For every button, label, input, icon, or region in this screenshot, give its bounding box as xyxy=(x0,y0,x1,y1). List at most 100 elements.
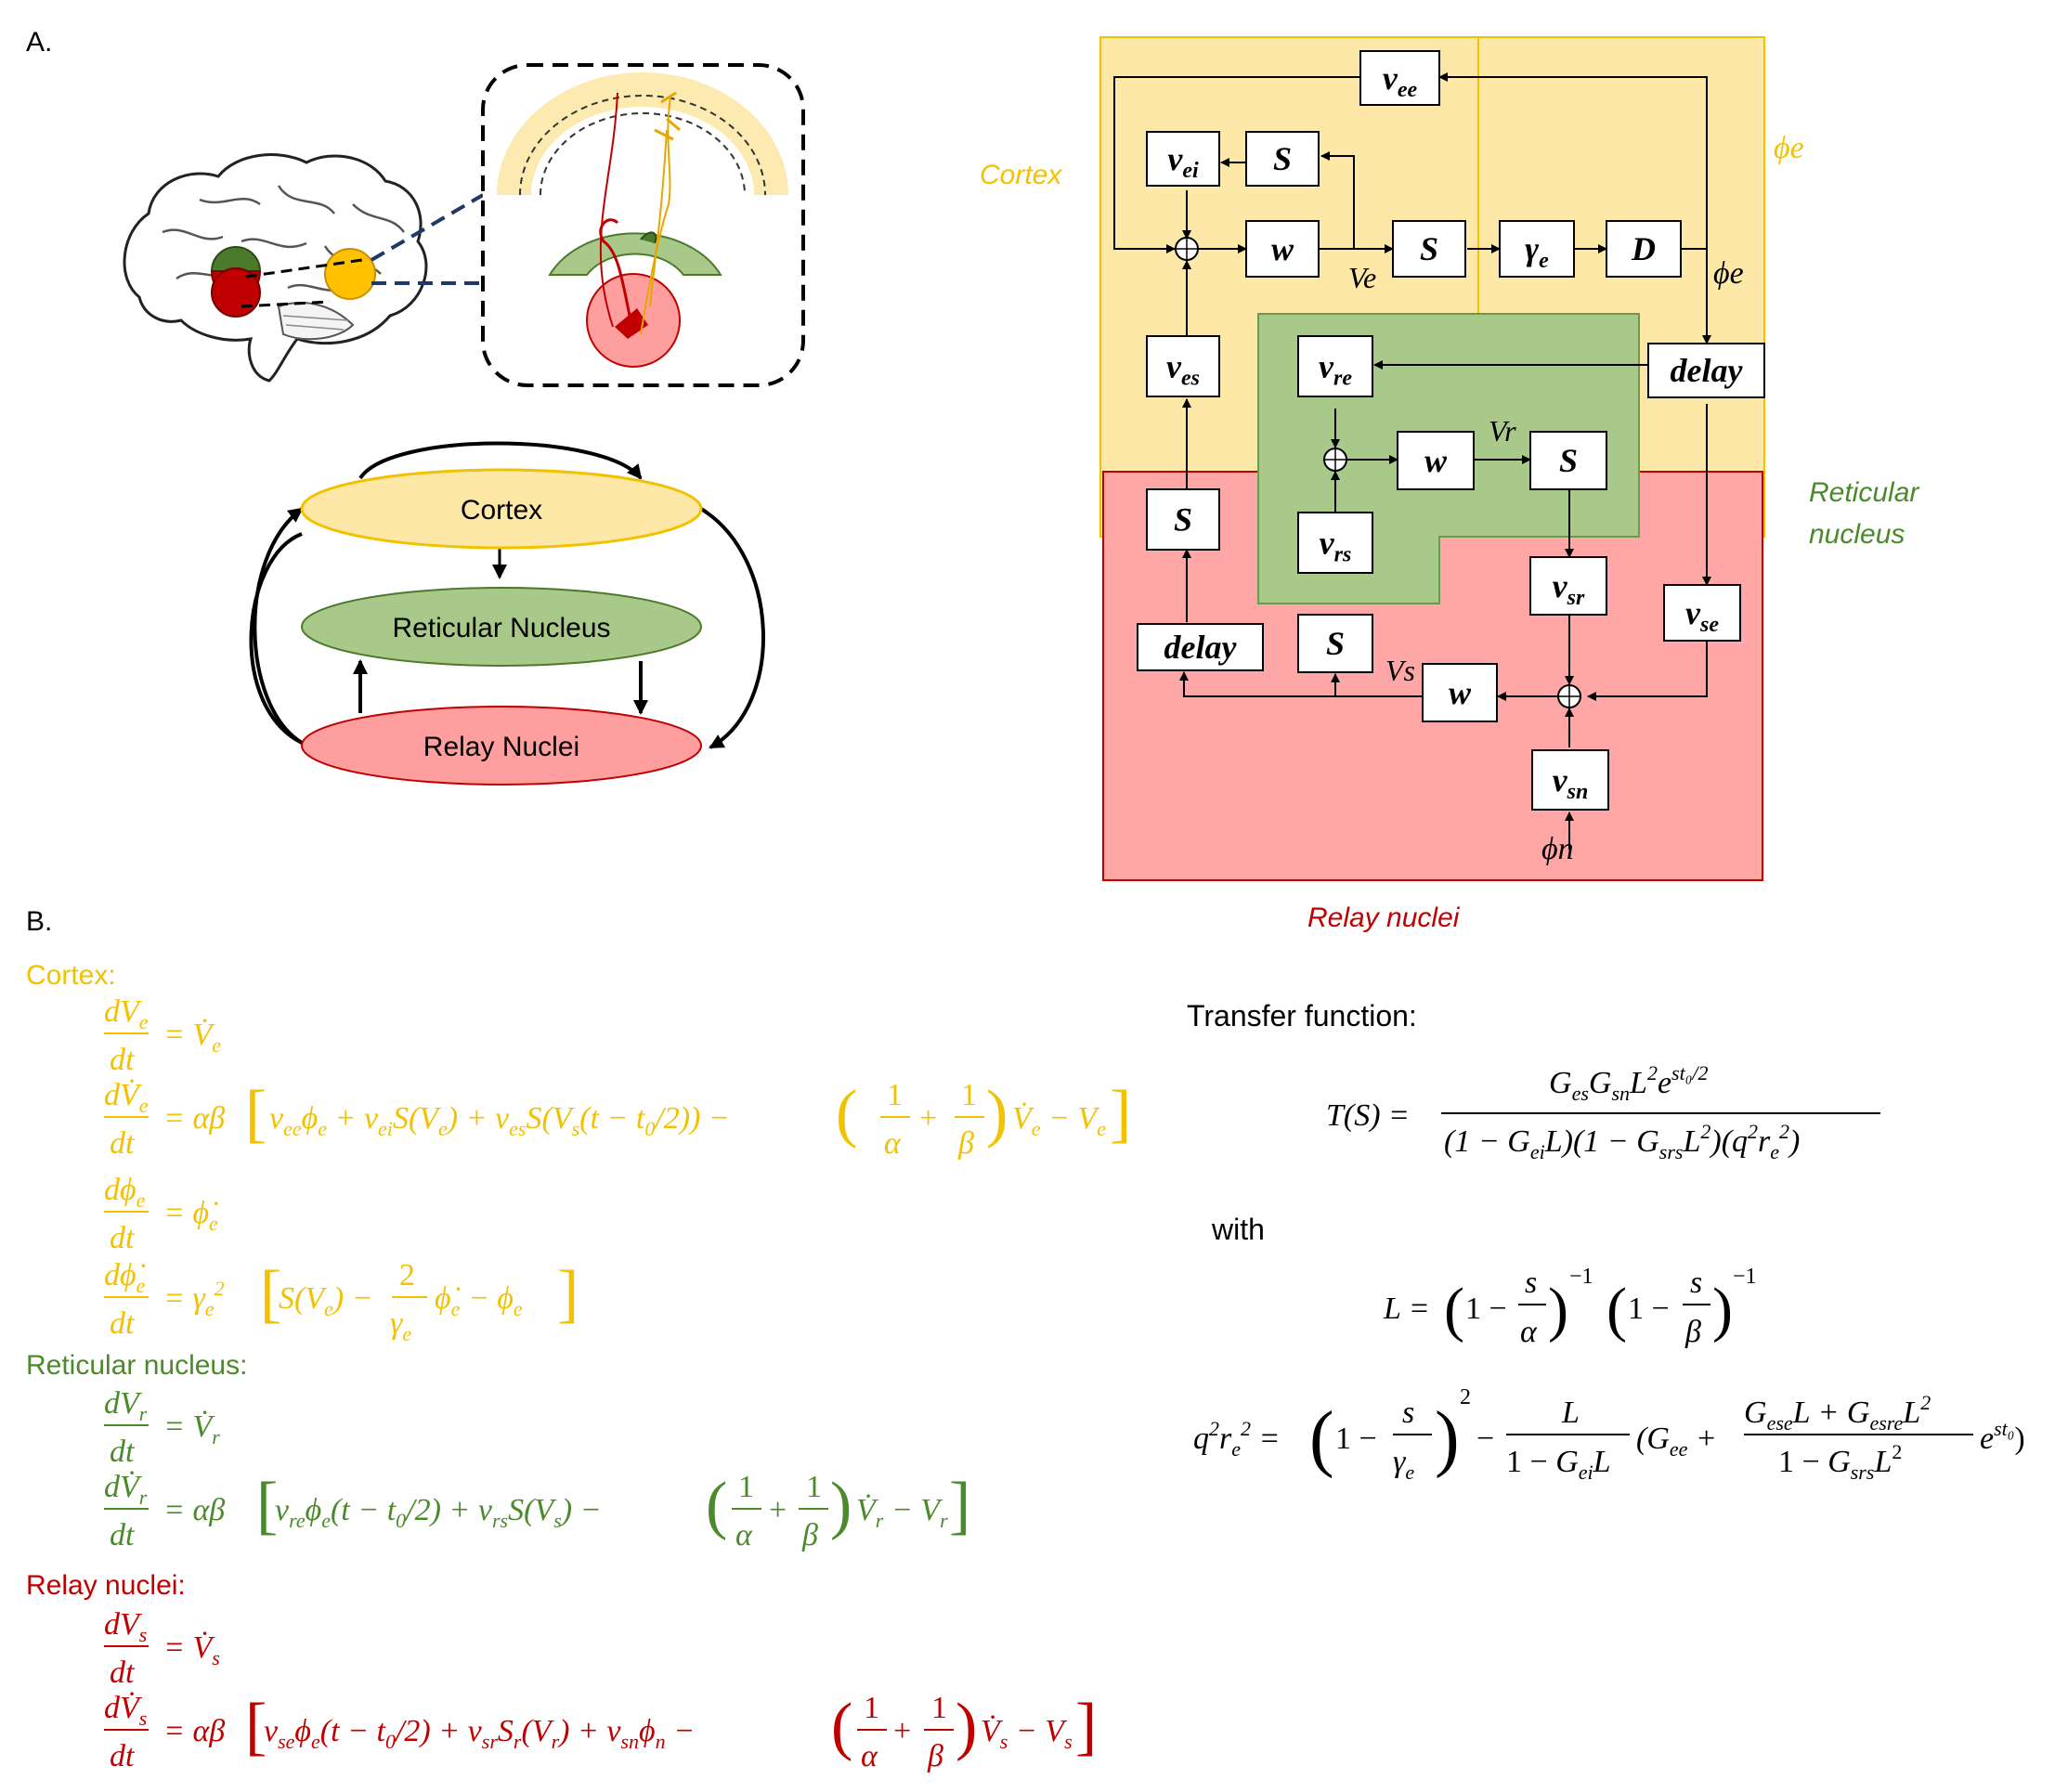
block-label-w2: w xyxy=(1424,442,1448,479)
svg-text:γe: γe xyxy=(390,1306,411,1345)
svg-text:): ) xyxy=(1712,1276,1733,1344)
svg-text:= ϕ̇e: = ϕ̇e xyxy=(163,1196,218,1235)
transfer-equation: T(S) = GesGsnL2est₀/2 (1 − GeiL)(1 − Gsr… xyxy=(1326,1061,1880,1163)
block-s5: S xyxy=(1297,614,1373,673)
svg-text:2: 2 xyxy=(399,1258,415,1292)
block-label-s5: S xyxy=(1326,625,1345,662)
block-label-s4: S xyxy=(1174,501,1192,539)
svg-text:dV̇r: dV̇r xyxy=(104,1470,148,1509)
svg-text:): ) xyxy=(1548,1276,1568,1344)
svg-text:(: ( xyxy=(1606,1276,1627,1344)
svg-text:dVe: dVe xyxy=(104,994,149,1033)
block-vrs: vrs xyxy=(1297,512,1373,574)
svg-text:(: ( xyxy=(831,1691,852,1762)
block-label-ves: ves xyxy=(1166,348,1200,391)
block-s2: S xyxy=(1392,220,1466,278)
relay-heading: Relay nuclei: xyxy=(26,1570,186,1601)
svg-text:1: 1 xyxy=(806,1470,822,1504)
svg-text:dt: dt xyxy=(110,1435,136,1469)
l-equation: L = ( 1 − s α ) −1 ( 1 − s β ) −1 xyxy=(1383,1265,1757,1349)
block-vsn: vsn xyxy=(1531,749,1609,811)
block-label-vee: vee xyxy=(1383,59,1418,102)
schematic: Cortex Reticular Nucleus Relay Nuclei xyxy=(249,441,765,786)
svg-text:T(S) =: T(S) = xyxy=(1326,1098,1410,1133)
cortex-equations: dVe dt = V̇e dV̇e dt = αβ [ veeϕe + veiS… xyxy=(104,994,1131,1345)
svg-text:[: [ xyxy=(245,1691,267,1762)
block-s1: S xyxy=(1245,131,1320,187)
signal-phi-n: ϕn xyxy=(1541,832,1574,866)
svg-text:V̇s − Vs: V̇s − Vs xyxy=(981,1714,1073,1753)
svg-text:[: [ xyxy=(245,1078,267,1149)
block-label-w3: w xyxy=(1449,674,1472,711)
svg-text:+: + xyxy=(893,1714,911,1748)
svg-text:+: + xyxy=(769,1493,787,1527)
block-w3: w xyxy=(1422,663,1498,722)
svg-text:): ) xyxy=(986,1078,1008,1149)
block-label-vei: vei xyxy=(1167,140,1199,183)
block-label-s2: S xyxy=(1420,230,1438,267)
signal-phi-e: ϕe xyxy=(1713,256,1744,291)
region-relay-label: Relay nuclei xyxy=(1307,902,1461,933)
schematic-cortex-label: Cortex xyxy=(461,495,542,526)
svg-text:−1: −1 xyxy=(1569,1265,1593,1289)
svg-text:2: 2 xyxy=(1460,1385,1471,1409)
svg-text:s: s xyxy=(1525,1266,1537,1300)
svg-text:α: α xyxy=(861,1739,878,1773)
svg-text:β: β xyxy=(957,1126,974,1161)
svg-text:= V̇e: = V̇e xyxy=(163,1018,221,1057)
svg-text:+: + xyxy=(919,1101,937,1136)
panel-label-a: A. xyxy=(26,27,52,58)
svg-text:1 −: 1 − xyxy=(1465,1292,1507,1326)
zoom-lines xyxy=(370,193,485,285)
svg-text:α: α xyxy=(735,1518,753,1552)
block-label-s1: S xyxy=(1273,140,1292,177)
block-vse: vse xyxy=(1663,584,1741,642)
q2re2-equation: q2re2 = ( 1 − s γe ) 2 − L 1 − GeiL (Gee… xyxy=(1193,1385,2025,1484)
svg-text:γe: γe xyxy=(1393,1445,1414,1484)
block-label-vse: vse xyxy=(1685,594,1719,637)
block-vee: vee xyxy=(1359,50,1440,106)
svg-text:dt: dt xyxy=(110,1656,136,1690)
svg-text:dt: dt xyxy=(110,1739,136,1773)
svg-text:1: 1 xyxy=(738,1470,754,1504)
signal-ve: Ve xyxy=(1348,261,1376,294)
panel-label-b: B. xyxy=(26,906,52,937)
svg-text:S(Ve) −: S(Ve) − xyxy=(279,1281,373,1320)
brain-illustration xyxy=(123,153,428,383)
phi-e-corner-label: ϕe xyxy=(1774,131,1804,165)
block-label-vsr: vsr xyxy=(1553,567,1585,610)
schematic-relay-label: Relay Nuclei xyxy=(423,732,579,762)
svg-text:−1: −1 xyxy=(1733,1265,1757,1289)
block-label-vsn: vsn xyxy=(1553,761,1589,804)
relay-ellipse xyxy=(301,706,702,786)
svg-text:q2re2 =: q2re2 = xyxy=(1193,1417,1280,1461)
block-d: D xyxy=(1606,220,1682,278)
block-label-s3: S xyxy=(1559,442,1578,479)
block-delay2: delay xyxy=(1137,623,1264,671)
svg-text:vreϕe(t − t0/2) + vrsS(Vs) −: vreϕe(t − t0/2) + vrsS(Vs) − xyxy=(275,1493,602,1532)
block-s3: S xyxy=(1529,431,1607,490)
block-delay1: delay xyxy=(1647,343,1765,398)
svg-text:): ) xyxy=(830,1470,852,1541)
block-w1: w xyxy=(1245,220,1320,278)
svg-text:(: ( xyxy=(1309,1397,1334,1479)
svg-text:= V̇r: = V̇r xyxy=(163,1409,220,1448)
svg-text:ϕ̇e − ϕe: ϕ̇e − ϕe xyxy=(435,1281,523,1320)
svg-text:]: ] xyxy=(1110,1078,1131,1149)
svg-text:GeseL + GesreL2: GeseL + GesreL2 xyxy=(1744,1391,1931,1435)
svg-text:dt: dt xyxy=(110,1043,136,1077)
block-label-vrs: vrs xyxy=(1320,525,1352,567)
svg-text:veeϕe + veiS(Ve) + vesS(Vs(t −: veeϕe + veiS(Ve) + vesS(Vs(t − t0/2)) − xyxy=(269,1101,730,1140)
block-label-d: D xyxy=(1631,230,1656,267)
cortex-ellipse xyxy=(300,468,703,550)
svg-text:1 −: 1 − xyxy=(1335,1422,1377,1456)
svg-text:dVr: dVr xyxy=(104,1386,148,1425)
svg-text:1: 1 xyxy=(887,1078,903,1112)
svg-text:[: [ xyxy=(256,1470,278,1541)
svg-text:= αβ: = αβ xyxy=(163,1493,225,1527)
svg-text:1 − GeiL: 1 − GeiL xyxy=(1506,1445,1611,1484)
svg-text:(: ( xyxy=(836,1078,857,1149)
svg-text:dϕe: dϕe xyxy=(104,1173,146,1212)
reticular-heading: Reticular nucleus: xyxy=(26,1350,247,1381)
svg-text:): ) xyxy=(956,1691,977,1762)
